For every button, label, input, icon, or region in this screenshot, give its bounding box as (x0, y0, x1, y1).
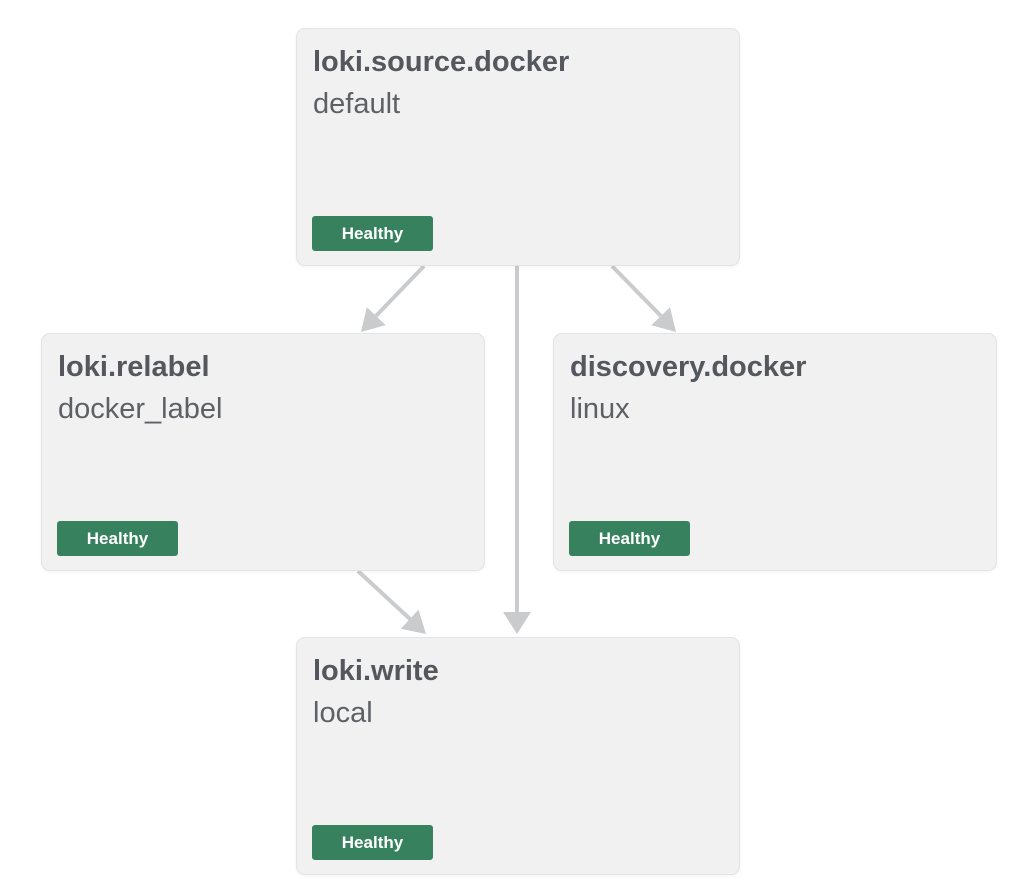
edge-relabel-to-write (356, 569, 426, 634)
arrowhead-icon (400, 609, 426, 634)
edge-source-to-discovery (610, 264, 676, 332)
node-discovery-docker[interactable]: discovery.docker linux Healthy (553, 333, 997, 571)
arrowhead-icon (503, 612, 531, 634)
edge-source-to-write (503, 266, 531, 634)
node-loki-relabel[interactable]: loki.relabel docker_label Healthy (41, 333, 485, 571)
status-badge: Healthy (312, 825, 433, 860)
node-title: discovery.docker (570, 351, 807, 383)
node-subtitle: local (313, 697, 373, 729)
node-subtitle: docker_label (58, 393, 223, 425)
edge-source-to-relabel (361, 264, 426, 332)
node-title: loki.write (313, 655, 439, 687)
status-badge: Healthy (569, 521, 690, 556)
arrowhead-icon (651, 307, 676, 332)
node-title: loki.source.docker (313, 46, 570, 78)
node-loki-write[interactable]: loki.write local Healthy (296, 637, 740, 875)
node-subtitle: linux (570, 393, 630, 425)
node-loki-source-docker[interactable]: loki.source.docker default Healthy (296, 28, 740, 266)
arrowhead-icon (361, 307, 386, 332)
node-subtitle: default (313, 88, 401, 120)
status-badge: Healthy (57, 521, 178, 556)
node-title: loki.relabel (58, 351, 210, 383)
status-badge: Healthy (312, 216, 433, 251)
